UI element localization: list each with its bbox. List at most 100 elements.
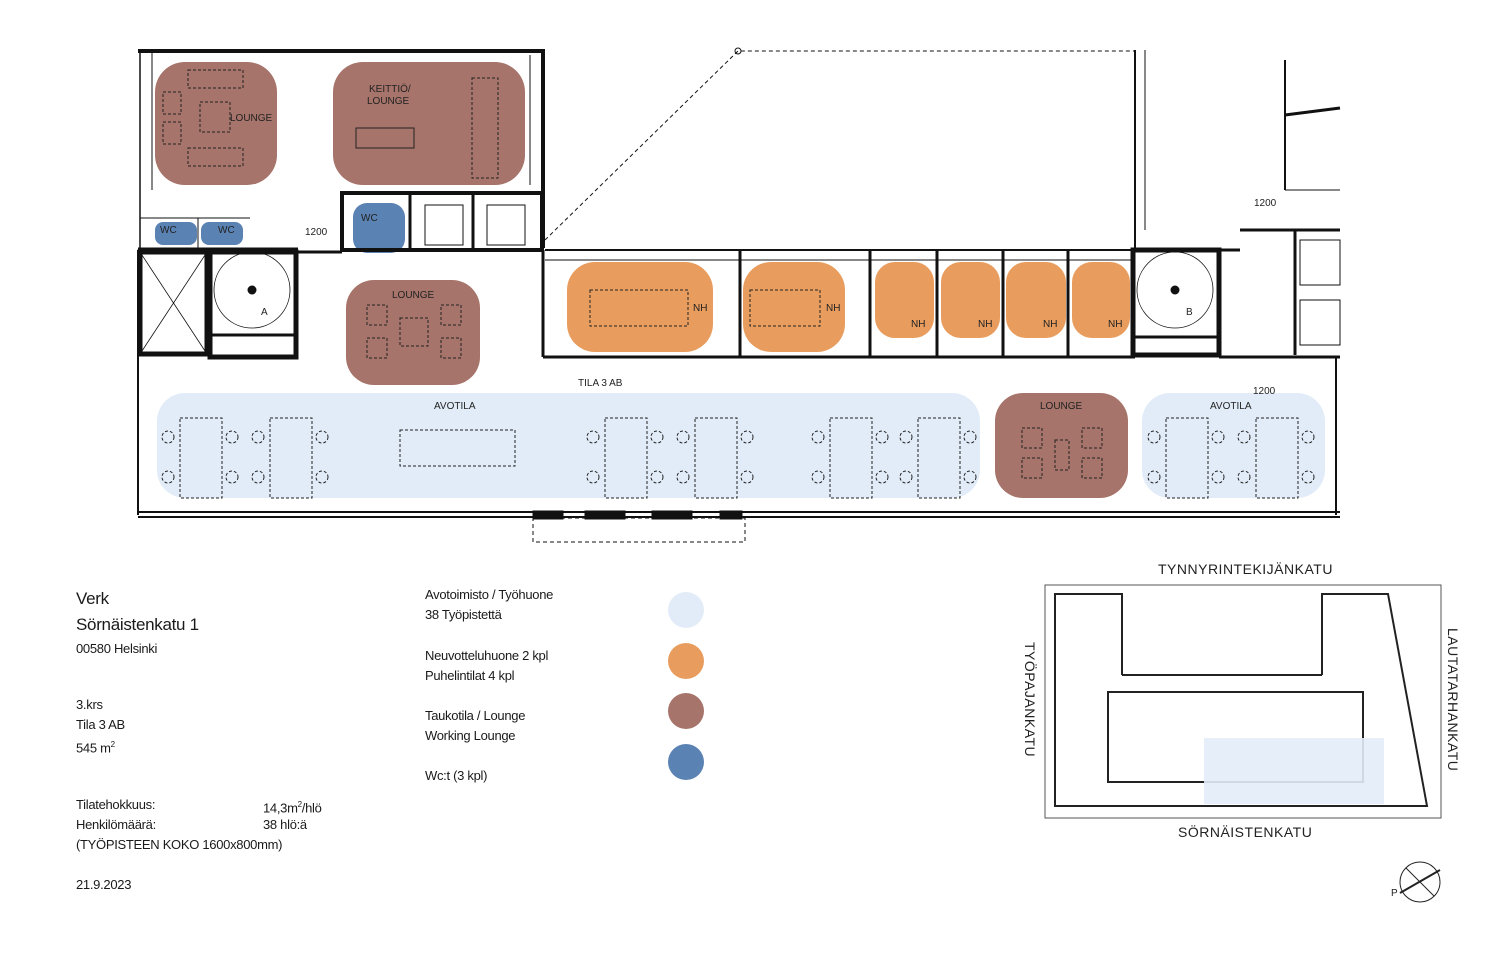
efficiency-unit: /hlö <box>301 800 322 816</box>
zone-keittio-lounge[interactable] <box>333 62 525 185</box>
area: 545 m2 <box>76 735 115 758</box>
chair <box>676 470 690 484</box>
label-lounge-mid: LOUNGE <box>392 290 435 301</box>
dimension-1200: 1200 <box>1254 198 1277 209</box>
zone-phone-1[interactable] <box>875 262 934 338</box>
legend-swatch-lounge <box>668 693 704 729</box>
zone-lounge-top[interactable] <box>155 62 277 185</box>
furniture <box>162 69 1103 479</box>
desk-cluster <box>1255 417 1299 499</box>
address-street: Sörnäistenkatu 1 <box>76 615 199 634</box>
efficiency: 14,3m2/hlö <box>263 795 322 818</box>
efficiency-sup: 2 <box>297 800 302 809</box>
chair <box>586 430 600 444</box>
chair <box>740 430 754 444</box>
label-avotila-left: AVOTILA <box>434 401 476 412</box>
desk-cluster <box>917 417 961 499</box>
chair <box>963 470 977 484</box>
label-avotila-right: AVOTILA <box>1210 401 1252 412</box>
chair <box>1237 430 1251 444</box>
label-keittio-2: LOUNGE <box>367 96 410 107</box>
chair <box>1301 470 1315 484</box>
chair <box>963 430 977 444</box>
area-sup: 2 <box>110 740 115 749</box>
desk-cluster <box>179 417 223 499</box>
chair <box>740 470 754 484</box>
chair <box>875 430 889 444</box>
chair <box>1211 430 1225 444</box>
chair <box>1237 470 1251 484</box>
label-keittio: KEITTIÖ/ <box>369 83 411 95</box>
label-nh: NH <box>826 303 840 314</box>
zone-lounge-bottom[interactable] <box>995 393 1128 498</box>
key-map: TYNNYRINTEKIJÄNKATU SÖRNÄISTENKATU TYÖPA… <box>1022 561 1461 903</box>
chair <box>875 470 889 484</box>
chair <box>161 470 175 484</box>
chair <box>1211 470 1225 484</box>
chair <box>899 430 913 444</box>
legend-2-line1: Neuvotteluhuone 2 kpl <box>425 648 549 663</box>
zone-wc-2[interactable] <box>201 222 243 245</box>
street-west: TYÖPAJANKATU <box>1022 642 1039 757</box>
zone-phone-4[interactable] <box>1072 262 1130 338</box>
persons-label: Henkilömäärä: <box>76 817 156 832</box>
efficiency-label: Tilatehokkuus: <box>76 797 156 812</box>
chair <box>225 470 239 484</box>
efficiency-value: 14,3m <box>263 800 298 816</box>
chair <box>315 470 329 484</box>
desk-cluster <box>1165 417 1209 499</box>
chair <box>899 470 913 484</box>
label-lounge-bottom: LOUNGE <box>1040 401 1083 412</box>
area-value: 545 m <box>76 740 111 756</box>
chair <box>251 470 265 484</box>
chair <box>650 430 664 444</box>
chair <box>1147 470 1161 484</box>
chair <box>1147 430 1161 444</box>
address-postal: 00580 Helsinki <box>76 641 158 656</box>
chair <box>1301 430 1315 444</box>
space-name: Tila 3 AB <box>76 717 125 732</box>
zone-avotila-right[interactable] <box>1142 393 1325 498</box>
label-nh: NH <box>693 303 707 314</box>
label-nh: NH <box>911 319 925 330</box>
zone-meeting-1[interactable] <box>567 262 713 352</box>
compass-icon <box>1399 861 1441 903</box>
date: 21.9.2023 <box>76 877 132 892</box>
desk-cluster <box>829 417 873 499</box>
zone-wc-3[interactable] <box>353 203 405 253</box>
desk-cluster <box>694 417 738 499</box>
chair <box>676 430 690 444</box>
desk-size: (TYÖPISTEEN KOKO 1600x800mm) <box>76 837 283 852</box>
persons-value: 38 hlö:ä <box>263 817 307 832</box>
desk-cluster <box>269 417 313 499</box>
zone-meeting-2[interactable] <box>743 262 845 352</box>
building-name: Verk <box>76 589 109 608</box>
legend-2-line2: Puhelintilat 4 kpl <box>425 668 515 683</box>
label-tila: TILA 3 AB <box>578 378 623 389</box>
walls <box>137 47 1341 543</box>
label-lounge-top: LOUNGE <box>230 113 273 124</box>
legend-swatch-wc <box>668 744 704 780</box>
zone-phone-3[interactable] <box>1006 262 1066 338</box>
label-nh: NH <box>1108 319 1122 330</box>
desk-cluster <box>604 417 648 499</box>
chair <box>586 470 600 484</box>
zone-phone-2[interactable] <box>941 262 1000 338</box>
zone-wc-1[interactable] <box>155 222 197 245</box>
street-south: SÖRNÄISTENKATU <box>1178 823 1312 840</box>
label-nh: NH <box>1043 319 1057 330</box>
dimension-1200: 1200 <box>1253 386 1276 397</box>
legend-swatch-meeting <box>668 643 704 679</box>
dimension-1200: 1200 <box>305 227 328 238</box>
label-nh: NH <box>978 319 992 330</box>
label-stair-b: B <box>1186 307 1193 318</box>
chair <box>225 430 239 444</box>
zone-lounge-mid[interactable] <box>346 280 480 385</box>
label-wc-1: WC <box>160 225 177 236</box>
legend-3-line2: Working Lounge <box>425 728 516 743</box>
legend-3-line1: Taukotila / Lounge <box>425 708 526 723</box>
zone-avotila-left[interactable] <box>157 393 980 498</box>
chair <box>811 430 825 444</box>
label-stair-a: A <box>261 307 268 318</box>
